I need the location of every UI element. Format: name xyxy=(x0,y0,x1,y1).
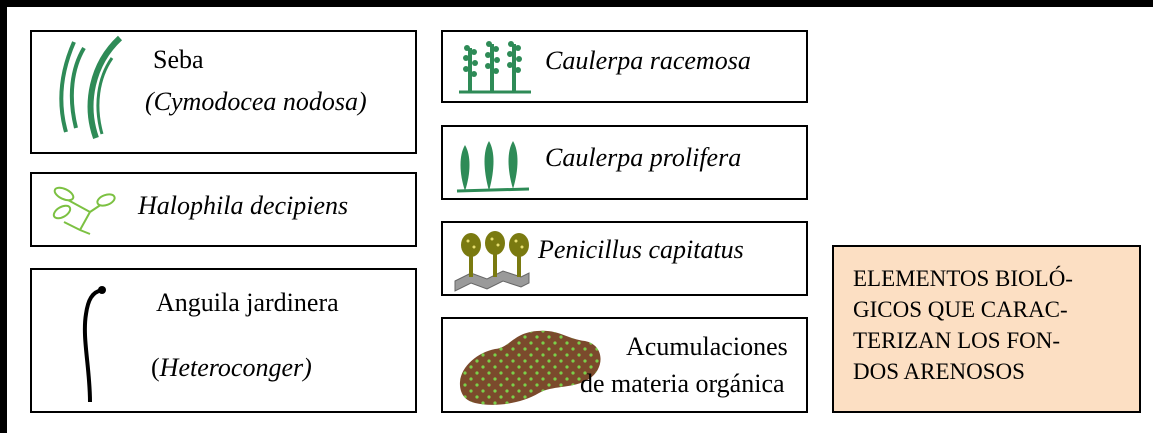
legend-box: ELEMENTOS BIOLÓ- GICOS QUE CARAC- TERIZA… xyxy=(832,245,1141,413)
heteroconger-paren: ( xyxy=(151,353,160,382)
caulerpa-racemosa-icon xyxy=(459,41,531,94)
seba-box: Seba (Cymodocea nodosa) xyxy=(30,30,417,154)
caulerpa-prolifera-icon xyxy=(456,141,530,193)
seagrass-icon xyxy=(59,35,123,139)
caulerpa-prolifera-box: Caulerpa prolifera xyxy=(441,125,808,200)
legend-line-4: DOS ARENOSOS xyxy=(853,359,1025,384)
cymodocea-label: (Cymodocea nodosa) xyxy=(145,87,367,116)
anguila-box: Anguila jardinera (Heteroconger) xyxy=(30,268,417,413)
penicillus-icon xyxy=(454,231,530,292)
caulerpa-prolifera-label: Caulerpa prolifera xyxy=(545,143,742,172)
caulerpa-racemosa-box: Caulerpa racemosa xyxy=(441,30,808,103)
anguila-label: Anguila jardinera xyxy=(156,288,339,317)
legend-line-3: TERIZAN LOS FON- xyxy=(853,328,1060,353)
heteroconger-name: Heteroconger) xyxy=(159,353,312,382)
heteroconger-label: (Heteroconger) xyxy=(151,353,312,383)
caulerpa-racemosa-label: Caulerpa racemosa xyxy=(545,46,751,75)
seba-label: Seba xyxy=(153,45,204,74)
acumulaciones-line2: de materia orgánica xyxy=(580,369,785,398)
penicillus-label: Penicillus capitatus xyxy=(538,235,744,264)
acumulaciones-line1: Acumulaciones xyxy=(626,332,788,361)
legend-line-1: ELEMENTOS BIOLÓ- xyxy=(853,266,1073,291)
halophila-icon xyxy=(52,186,116,235)
organic-matter-icon xyxy=(459,330,601,405)
penicillus-box: Penicillus capitatus xyxy=(441,221,808,296)
garden-eel-icon xyxy=(82,286,106,403)
halophila-label: Halophila decipiens xyxy=(138,191,349,220)
legend-line-2: GICOS QUE CARAC- xyxy=(853,297,1068,322)
acumulaciones-box: Acumulaciones de materia orgánica xyxy=(441,317,808,413)
halophila-box: Halophila decipiens xyxy=(30,172,417,247)
